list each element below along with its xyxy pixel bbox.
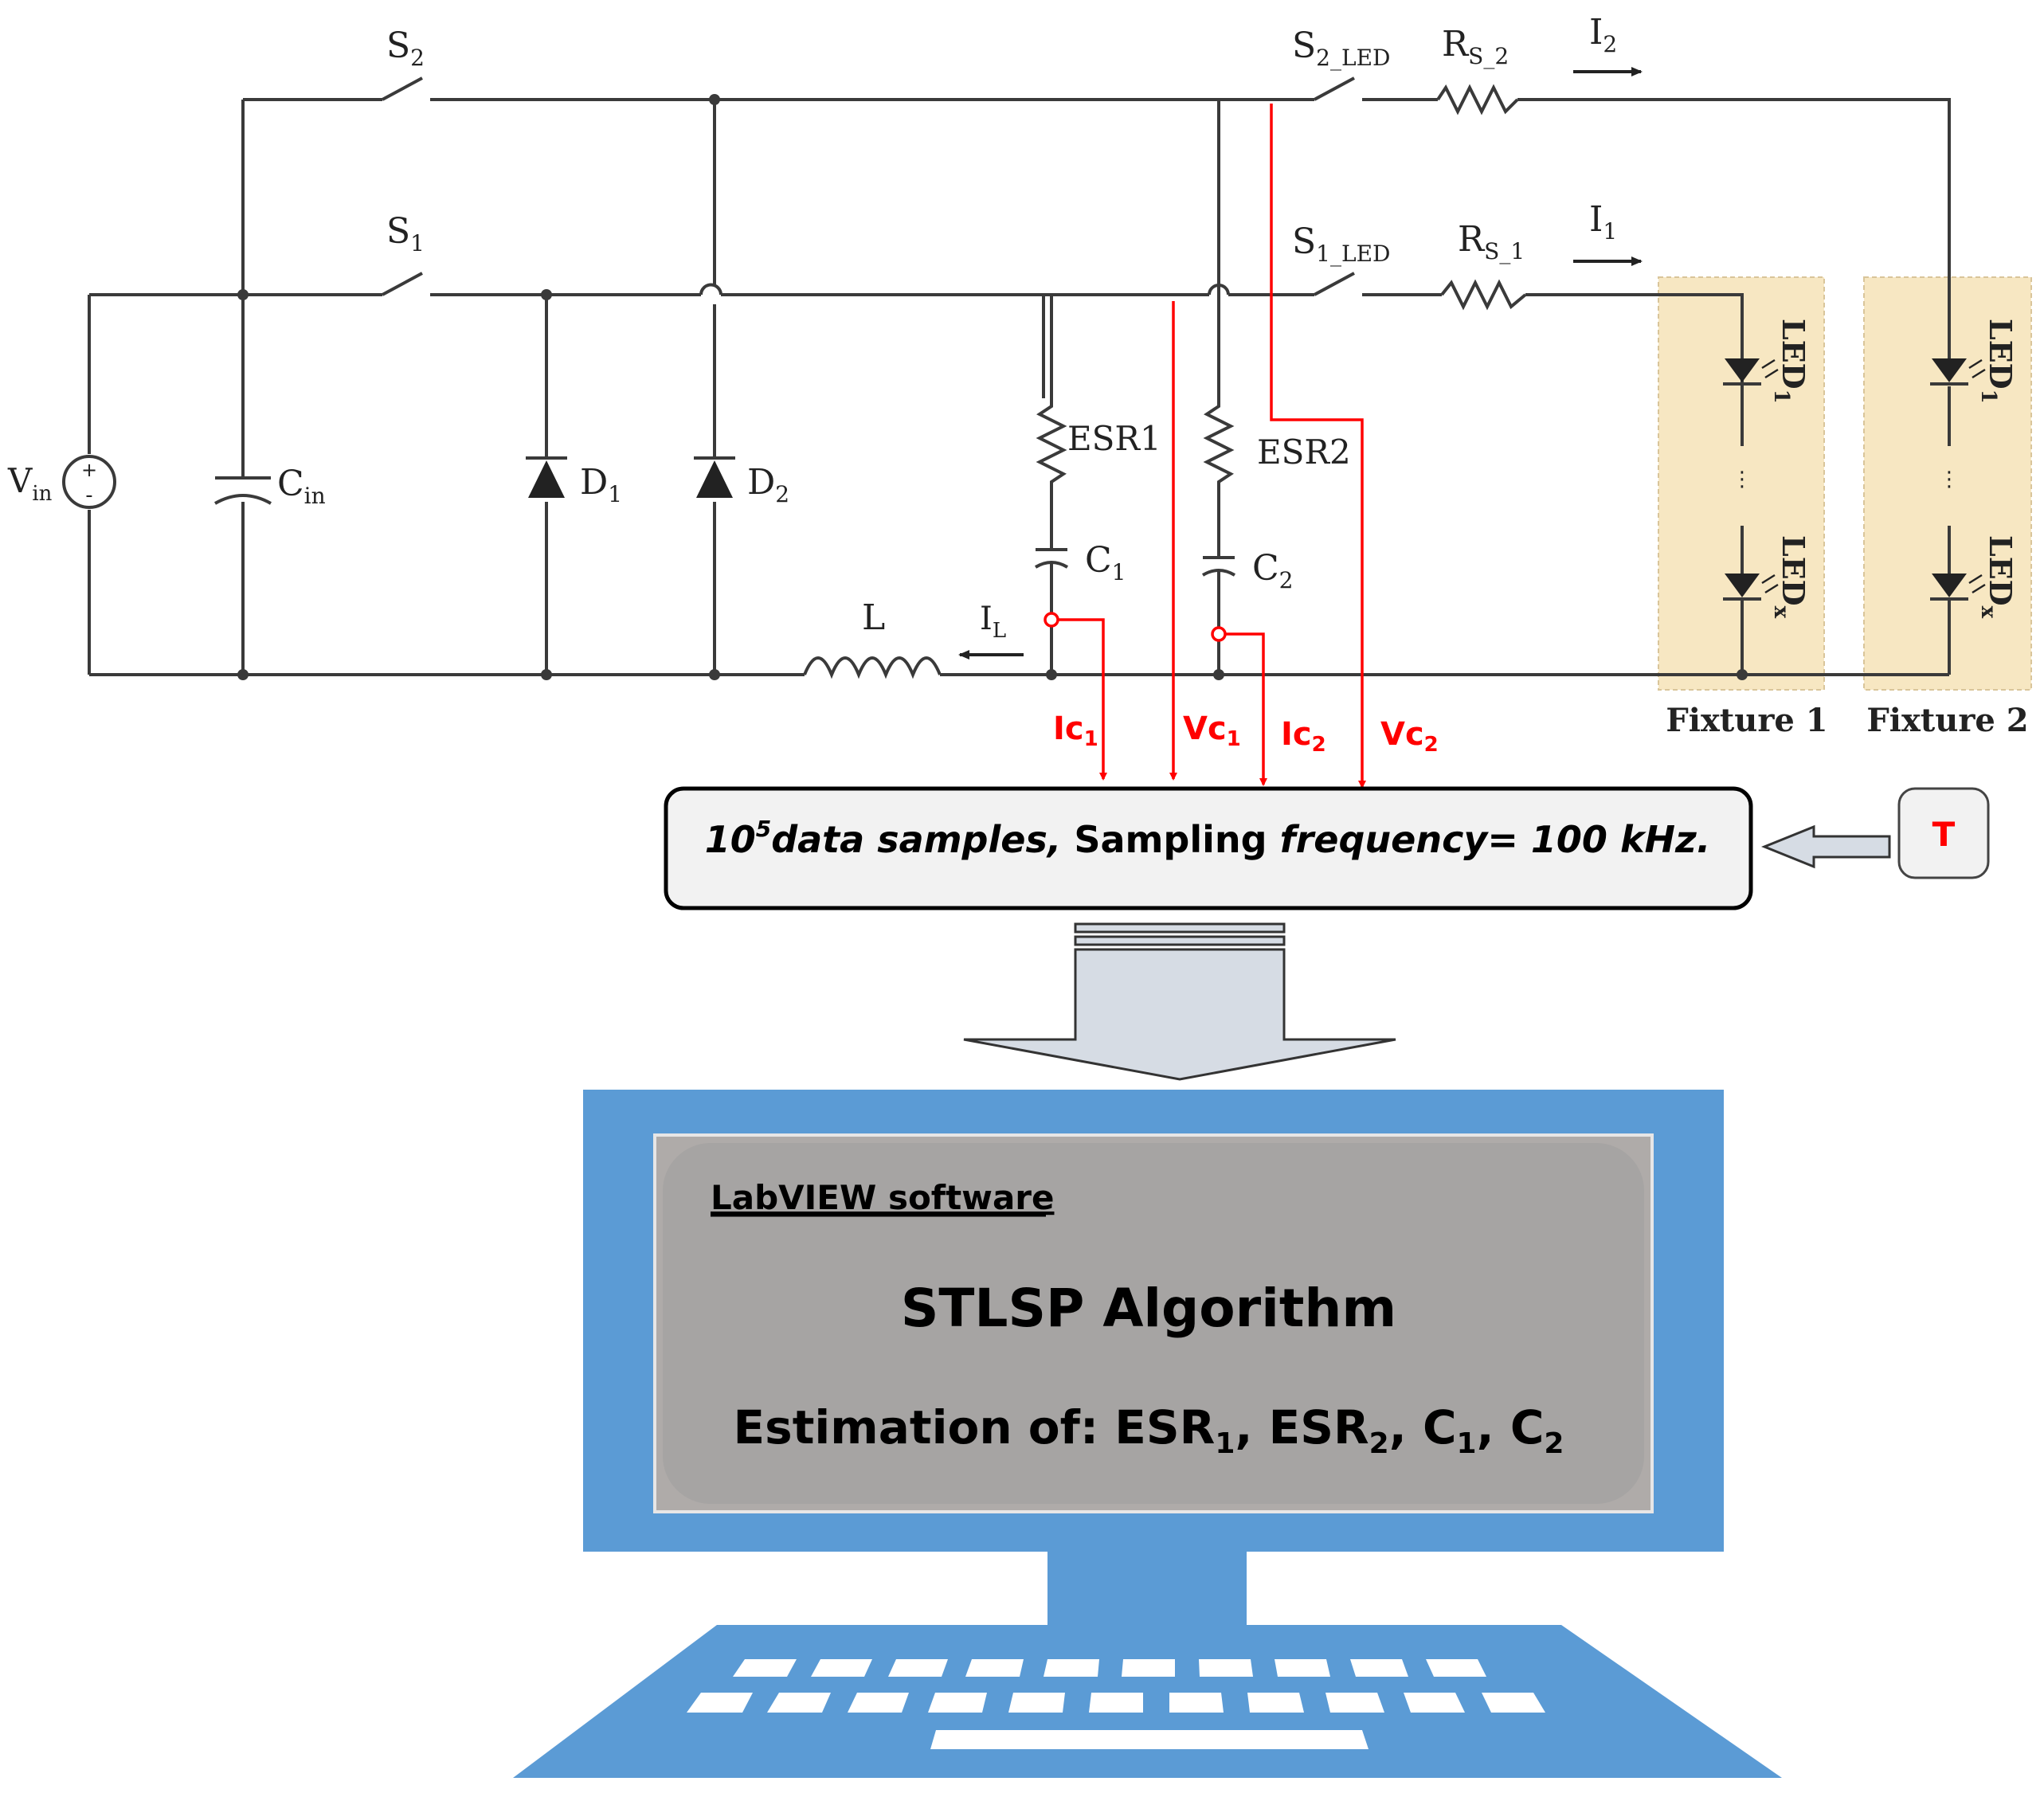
computer-illustration: LabVIEW software STLSP Algorithm Estimat…	[513, 1090, 1782, 1778]
s1-led-switch-icon	[1314, 272, 1355, 296]
acquisition-text: 105data samples, Sampling frequency= 100…	[705, 816, 1711, 861]
estimation-text: Estimation of: ESR1, ESR2, C1, C2	[734, 1400, 1564, 1460]
inductor-label: L	[862, 597, 885, 638]
svg-text:⋮: ⋮	[1732, 468, 1752, 491]
il-label: IL	[980, 601, 1006, 643]
vc1-label: Vc1	[1183, 711, 1241, 751]
cin-label: Cin	[277, 464, 326, 509]
rs1-resistor-icon	[1440, 279, 1527, 311]
s2-switch-icon	[382, 76, 423, 101]
fixture-1-ledx-label: LEDx	[1769, 535, 1811, 619]
svg-text:-: -	[85, 483, 92, 507]
inductor-icon	[803, 656, 942, 679]
ic1-label: Ic1	[1053, 711, 1098, 751]
data-flow-arrow-icon	[963, 922, 1396, 1081]
trigger-block: T	[1897, 787, 1990, 879]
s2-led-switch-icon	[1314, 76, 1355, 101]
fixture-1-led1-label: LED1	[1769, 319, 1811, 404]
trigger-arrow-icon	[1760, 824, 1891, 869]
s2-led-label: S2_LED	[1292, 25, 1390, 71]
rs2-resistor-icon	[1436, 84, 1519, 115]
esr1-label: ESR1	[1067, 419, 1161, 458]
algorithm-title: STLSP Algorithm	[901, 1278, 1396, 1339]
circuit-schematic: + -	[7, 12, 2032, 739]
d1-label: D1	[580, 462, 622, 507]
d1-diode-icon	[526, 456, 567, 498]
s1-switch-icon	[382, 272, 423, 296]
trigger-label: T	[1932, 815, 1956, 854]
software-label: LabVIEW software	[711, 1178, 1054, 1217]
rs1-label: RS_1	[1458, 219, 1525, 264]
monitor-stand	[1047, 1552, 1247, 1625]
s1-label: S1	[386, 211, 425, 256]
acquisition-box: 105data samples, Sampling frequency= 100…	[664, 786, 1753, 910]
d2-diode-icon	[694, 456, 735, 498]
keyboard-keys	[687, 1659, 1545, 1749]
measurement-lines: Ic1 Vc1 Ic2 Vc2	[1044, 104, 1439, 789]
vc2-label: Vc2	[1380, 716, 1439, 757]
vin-source-icon	[62, 455, 116, 509]
fixture-2-ledx-label: LEDx	[1976, 535, 2019, 619]
fixture-1-led1-icon	[1723, 358, 1779, 386]
fixture-2-led1-label: LED1	[1976, 319, 2019, 404]
i2-label: I2	[1589, 12, 1617, 57]
vin-label: Vin	[7, 461, 53, 506]
rs2-label: RS_2	[1442, 24, 1509, 69]
c1-label: C1	[1085, 540, 1126, 585]
svg-text:⋮: ⋮	[1939, 468, 1960, 491]
s2-label: S2	[386, 25, 425, 71]
fixture-1-label: Fixture 1	[1666, 702, 1827, 739]
esr2-label: ESR2	[1257, 433, 1351, 472]
cin-capacitor-icon	[214, 476, 272, 505]
s1-led-label: S1_LED	[1292, 221, 1390, 267]
c2-label: C2	[1252, 548, 1294, 593]
fixture-2-led1-icon	[1930, 358, 1986, 386]
i1-label: I1	[1589, 199, 1617, 245]
d2-label: D2	[747, 462, 789, 507]
svg-text:+: +	[81, 459, 97, 481]
ic2-label: Ic2	[1281, 716, 1326, 757]
fixture-2-label: Fixture 2	[1866, 702, 2028, 739]
